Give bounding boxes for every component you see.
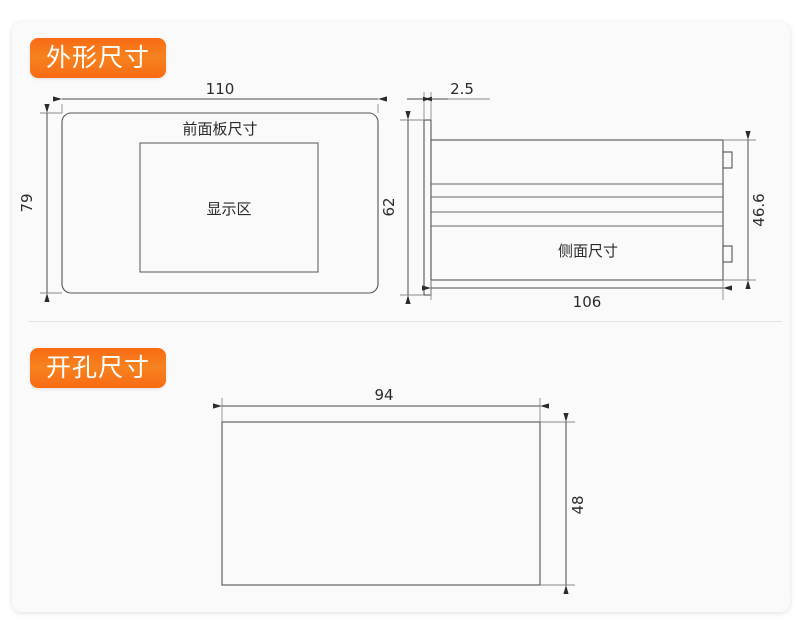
section-badge-cutout-dimensions: 开孔尺寸 — [30, 348, 167, 388]
section-badge-outline-dimensions: 外形尺寸 — [30, 38, 167, 78]
content-card — [12, 22, 790, 612]
section-divider — [28, 321, 782, 322]
